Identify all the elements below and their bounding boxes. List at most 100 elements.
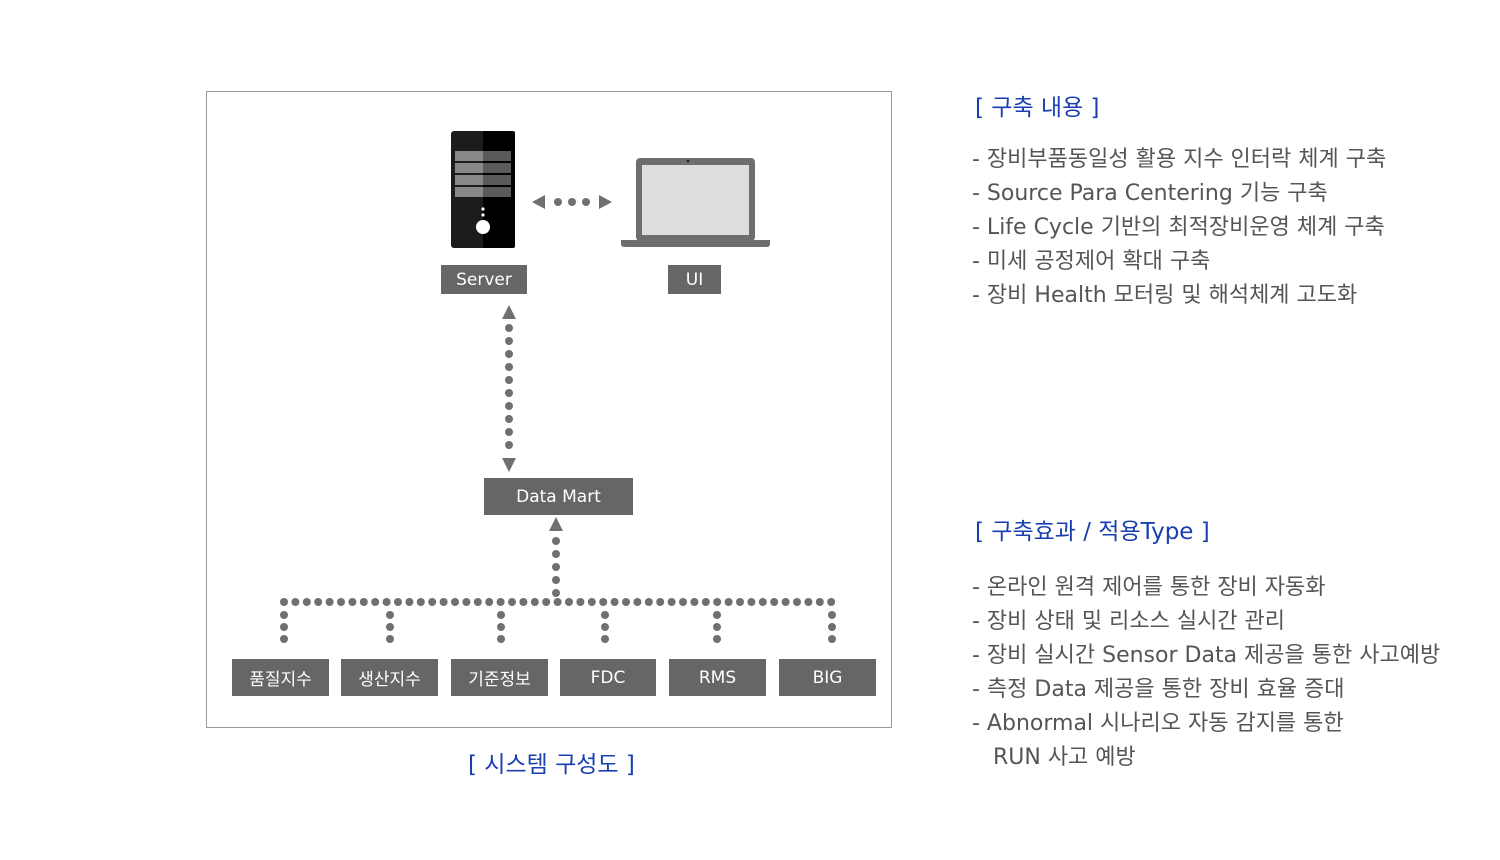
bus-dot xyxy=(302,598,311,606)
bus-dot xyxy=(485,598,494,606)
bus-dot xyxy=(793,598,801,606)
list-item: - 장비부품동일성 활용 지수 인터락 체계 구축 xyxy=(972,147,1387,172)
source-quality-index: 품질지수 xyxy=(232,659,329,696)
drop-dot xyxy=(713,611,721,619)
bus-dot xyxy=(804,598,813,606)
list-item: - 장비 상태 및 리소스 실시간 관리 xyxy=(972,609,1286,634)
server-label: Server xyxy=(441,265,527,294)
source-production-index: 생산지수 xyxy=(341,659,438,696)
drop-dot xyxy=(601,611,609,619)
laptop-icon xyxy=(621,158,770,247)
list-item: - 온라인 원격 제어를 통한 장비 자동화 xyxy=(972,575,1326,600)
bus-dot xyxy=(337,598,345,606)
build-content-heading: [ 구축 내용 ] xyxy=(975,95,1100,121)
datamart-label: Data Mart xyxy=(484,478,633,515)
drop-dot xyxy=(280,611,288,619)
bus-dot xyxy=(519,598,528,606)
source-big: BIG xyxy=(779,659,876,696)
drop-dot xyxy=(713,635,721,643)
drop-dot xyxy=(497,623,505,631)
build-content-list: - 장비부품동일성 활용 지수 인터락 체계 구축 - Source Para … xyxy=(972,143,1386,313)
effects-list: - 온라인 원격 제어를 통한 장비 자동화 - 장비 상태 및 리소스 실시간… xyxy=(972,571,1440,775)
bus-dot xyxy=(428,598,437,606)
list-item: - 장비 실시간 Sensor Data 제공을 통한 사고예방 xyxy=(972,643,1441,668)
drop-dot xyxy=(280,623,288,631)
bus-dot xyxy=(496,598,505,606)
bus-dot xyxy=(325,598,334,606)
bus-dot xyxy=(348,598,357,606)
diagram-frame xyxy=(206,91,892,728)
sources-datamart-link xyxy=(549,517,563,597)
bus-dot xyxy=(667,598,676,606)
bus-dot xyxy=(291,598,300,606)
source-master-info: 기준정보 xyxy=(451,659,548,696)
bus-dot xyxy=(679,598,687,606)
drop-dot xyxy=(497,635,505,643)
bus-dot xyxy=(701,598,710,606)
bus-dot xyxy=(644,598,653,606)
bus-dot xyxy=(656,598,665,606)
bus-dot xyxy=(530,598,539,606)
bus-dot xyxy=(473,598,482,606)
bus-dot xyxy=(394,598,402,606)
drop-dot xyxy=(386,635,394,643)
list-item: - 측정 Data 제공을 통한 장비 효율 증대 xyxy=(972,677,1345,702)
list-item: - Source Para Centering 기능 구축 xyxy=(972,181,1328,206)
drop-dot xyxy=(497,611,505,619)
bus-dot xyxy=(565,598,573,606)
bus-dot xyxy=(416,598,425,606)
list-item: - Abnormal 시나리오 자동 감지를 통한 xyxy=(972,711,1344,736)
drop-dot xyxy=(828,611,836,619)
list-item: - 미세 공정제어 확대 구축 xyxy=(972,249,1211,274)
server-icon xyxy=(451,131,515,248)
bus-dot xyxy=(770,598,779,606)
drop-dot xyxy=(280,635,288,643)
effects-heading: [ 구축효과 / 적용Type ] xyxy=(975,519,1210,545)
bus-dot xyxy=(576,598,585,606)
drop-dot xyxy=(828,623,836,631)
bus-dot xyxy=(508,598,516,606)
drop-dot xyxy=(713,623,721,631)
bus-dot xyxy=(815,598,824,606)
bus-dot xyxy=(359,598,368,606)
bus-dot xyxy=(439,598,448,606)
bus-dot xyxy=(371,598,380,606)
drop-dot xyxy=(601,635,609,643)
bus-dot xyxy=(633,598,642,606)
bus-dot xyxy=(736,598,744,606)
bus-dot xyxy=(724,598,733,606)
bus-dot xyxy=(610,598,619,606)
bus-dot xyxy=(599,598,608,606)
bus-dot xyxy=(280,598,288,606)
drop-dot xyxy=(386,611,394,619)
list-item: - Life Cycle 기반의 최적장비운영 체계 구축 xyxy=(972,215,1385,240)
bus-dot xyxy=(462,598,471,606)
ui-label: UI xyxy=(668,265,721,294)
bus-dot xyxy=(542,598,551,606)
drop-dot xyxy=(828,635,836,643)
drop-dot xyxy=(601,623,609,631)
bus-dot xyxy=(622,598,630,606)
bus-dot xyxy=(758,598,767,606)
bus-dot xyxy=(553,598,562,606)
drop-dot xyxy=(386,623,394,631)
bus-dot xyxy=(690,598,699,606)
bus-dot xyxy=(451,598,459,606)
source-fdc: FDC xyxy=(560,659,656,696)
bus-dot xyxy=(314,598,323,606)
bus-dot xyxy=(827,598,836,606)
server-datamart-link xyxy=(502,305,516,472)
server-ui-link xyxy=(532,195,612,209)
sources-bus xyxy=(280,598,836,643)
list-item: - 장비 Health 모터링 및 해석체계 고도화 xyxy=(972,283,1358,308)
bus-dot xyxy=(382,598,391,606)
bus-dot xyxy=(587,598,596,606)
bus-dot xyxy=(713,598,722,606)
bus-dot xyxy=(747,598,756,606)
diagram-caption: [ 시스템 구성도 ] xyxy=(468,752,635,778)
bus-dot xyxy=(781,598,790,606)
list-item: RUN 사고 예방 xyxy=(972,745,1136,770)
source-rms: RMS xyxy=(669,659,766,696)
bus-dot xyxy=(405,598,414,606)
